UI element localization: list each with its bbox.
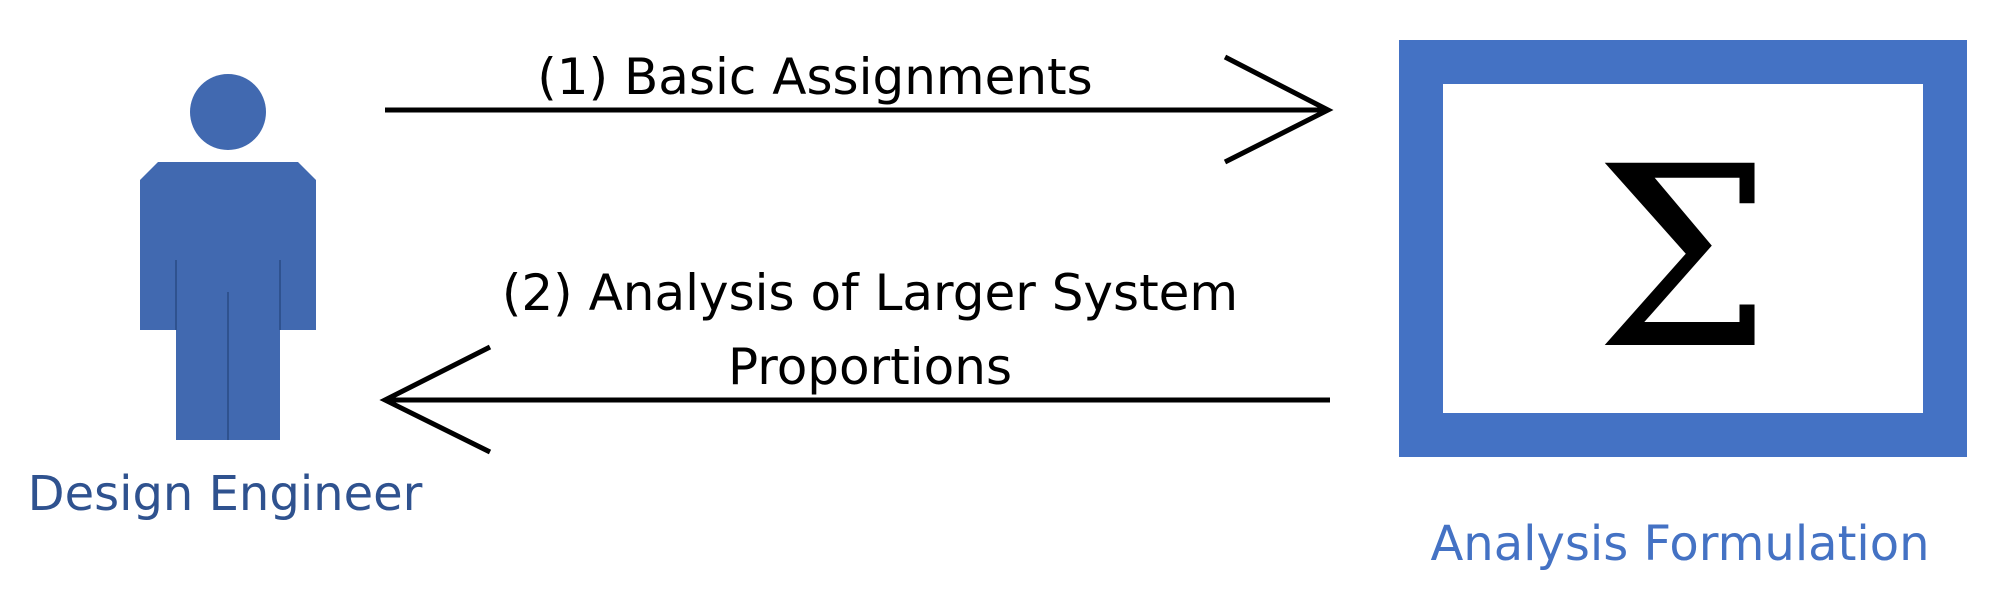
arrow-2-label-line-1: (2) Analysis of Larger System <box>501 264 1239 322</box>
arrow-1-label: (1) Basic Assignments <box>537 48 1093 106</box>
analysis-box <box>1399 40 1967 457</box>
person-head <box>190 74 266 150</box>
analysis-formulation-label: Analysis Formulation <box>1430 516 1930 572</box>
arrow-basic-assignments <box>385 54 1334 165</box>
arrow-head-right <box>1223 54 1334 165</box>
person-icon <box>140 74 316 440</box>
sigma-symbol: Σ <box>1594 113 1772 404</box>
design-engineer-label: Design Engineer <box>27 466 423 522</box>
arrow-head-left <box>379 344 492 455</box>
arrow-analysis-larger-system <box>379 344 1330 455</box>
arrow-2-label-line-2: Proportions <box>727 338 1013 396</box>
